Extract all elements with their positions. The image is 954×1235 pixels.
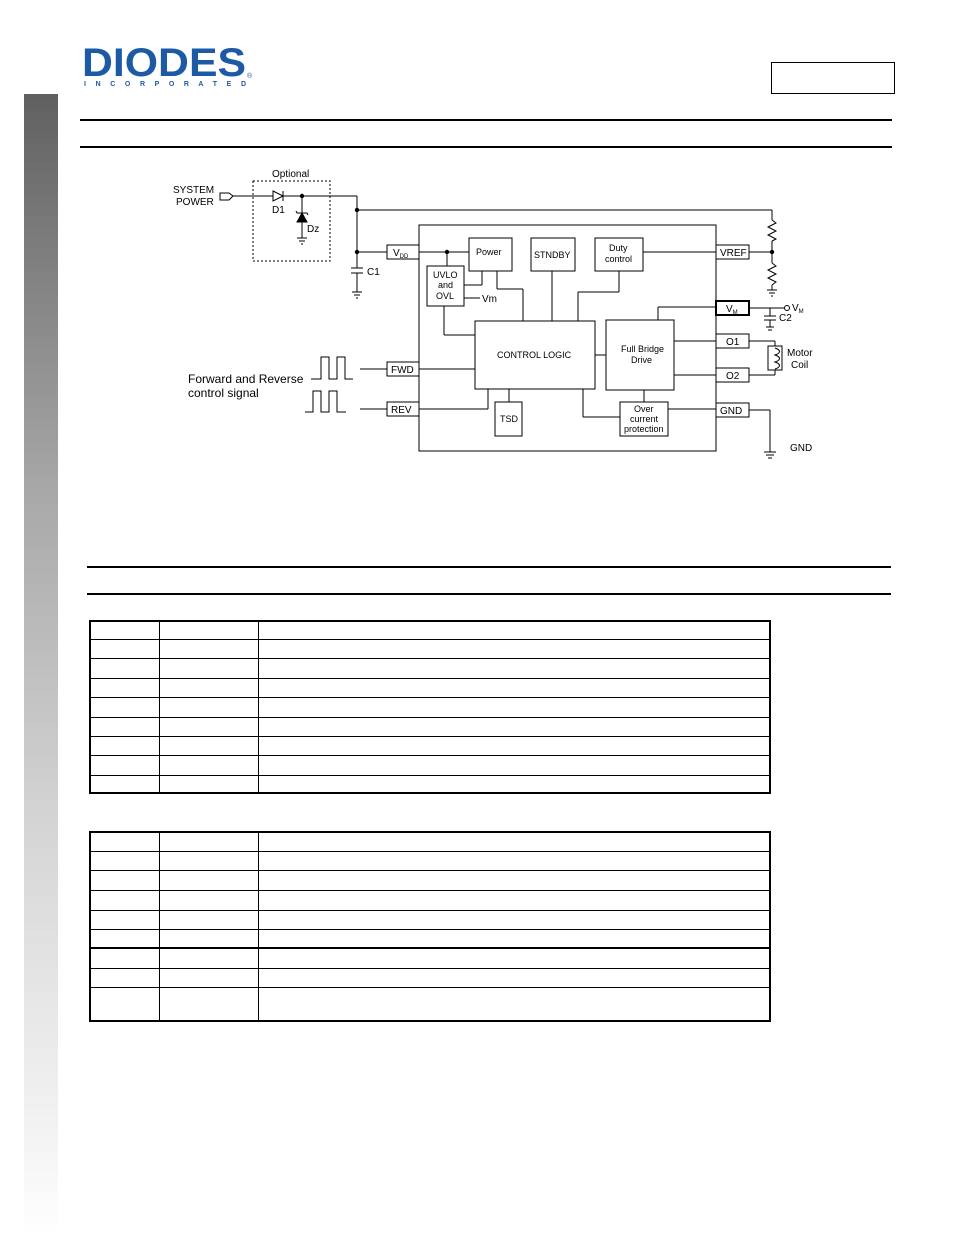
table-row — [89, 774, 771, 794]
svg-text:Drive: Drive — [631, 355, 652, 365]
system-power-connector — [219, 192, 234, 201]
o1-label: O1 — [726, 337, 740, 348]
o2-label: O2 — [726, 371, 740, 382]
logo-subtext: I N C O R P O R A T E D — [84, 81, 246, 88]
table-row — [89, 638, 771, 659]
table-row — [89, 677, 771, 698]
diodes-logo: DIODES I N C O R P O R A T E D ® — [82, 42, 253, 88]
gnd-pin-label: GND — [720, 406, 742, 417]
control-signal-label-2: control signal — [188, 386, 259, 400]
d1-diode-icon — [272, 190, 285, 202]
table-row — [89, 735, 771, 756]
table-row — [89, 967, 771, 988]
dz-zener-icon — [296, 211, 308, 223]
svg-text:Power: Power — [476, 247, 502, 257]
fwd-label: FWD — [391, 365, 414, 376]
vref-label: VREF — [720, 248, 747, 259]
svg-text:OVL: OVL — [436, 291, 454, 301]
svg-text:Duty: Duty — [609, 243, 628, 253]
side-gradient-bar — [24, 94, 58, 1235]
fwd-waveform-icon — [311, 356, 353, 380]
part-number-box — [771, 62, 895, 94]
pin-table-1 — [89, 620, 771, 794]
gnd-label: GND — [790, 443, 812, 454]
svg-text:VDD: VDD — [393, 248, 409, 260]
table-row — [89, 850, 771, 871]
logo-registered-mark: ® — [247, 72, 253, 80]
table-row — [89, 869, 771, 891]
svg-text:VM: VM — [792, 303, 804, 315]
rev-label: REV — [391, 405, 412, 416]
dz-label: Dz — [307, 224, 319, 235]
pin-table-2 — [89, 831, 771, 1022]
optional-label: Optional — [272, 169, 309, 180]
table-row — [89, 620, 771, 640]
d1-label: D1 — [272, 205, 285, 216]
table-row — [89, 909, 771, 930]
svg-text:STNDBY: STNDBY — [534, 250, 571, 260]
svg-text:VM: VM — [726, 304, 738, 316]
control-signal-label-1: Forward and Reverse — [188, 372, 304, 386]
logo-wordmark: DIODES — [82, 42, 246, 85]
table-row — [89, 831, 771, 852]
svg-text:control: control — [605, 254, 632, 264]
resistor-top-icon — [766, 219, 778, 242]
coil-icon — [773, 347, 780, 370]
vm-internal-label: Vm — [482, 294, 497, 305]
section-rule-top — [87, 566, 891, 568]
power-label: POWER — [176, 197, 214, 208]
c2-label: C2 — [779, 313, 792, 324]
optional-box — [252, 180, 331, 262]
uvlo-ovl-block — [426, 265, 465, 307]
table-row — [89, 696, 771, 718]
svg-text:and: and — [438, 280, 453, 290]
table-row — [89, 889, 771, 911]
svg-text:Coil: Coil — [791, 360, 808, 371]
stndby-block — [530, 237, 576, 272]
svg-text:CONTROL LOGIC: CONTROL LOGIC — [497, 350, 572, 360]
table-row — [89, 986, 771, 1022]
svg-text:protection: protection — [624, 424, 664, 434]
svg-text:UVLO: UVLO — [433, 270, 458, 280]
resistor-bottom-icon — [766, 262, 778, 286]
section-rule-bottom — [87, 593, 891, 595]
svg-text:Over: Over — [634, 404, 654, 414]
table-row — [89, 947, 771, 969]
block-diagram: Optional SYSTEM POWER D1 Dz C1 VDD FWD R… — [173, 169, 813, 459]
header-rule-bottom — [80, 146, 892, 148]
header-rule-top — [80, 119, 892, 121]
svg-text:TSD: TSD — [500, 414, 519, 424]
power-block — [468, 237, 513, 272]
vm-terminal — [784, 305, 790, 311]
svg-text:Full Bridge: Full Bridge — [621, 344, 664, 354]
table-row — [89, 754, 771, 776]
system-label: SYSTEM — [173, 185, 214, 196]
table-row — [89, 657, 771, 679]
svg-text:current: current — [630, 414, 659, 424]
c1-label: C1 — [367, 267, 380, 278]
table-row — [89, 716, 771, 737]
svg-text:Motor: Motor — [787, 348, 813, 359]
table-row — [89, 928, 771, 949]
rev-waveform-icon — [305, 390, 346, 413]
